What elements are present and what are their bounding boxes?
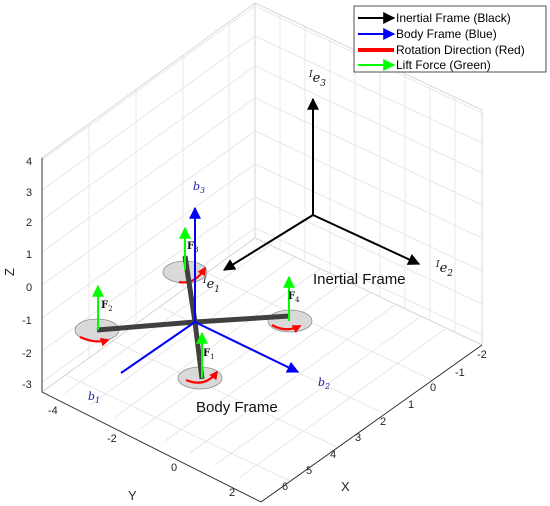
x-tick: 5 (306, 465, 312, 477)
legend-label-inertial: Inertial Frame (Black) (396, 11, 511, 25)
body-b3-label: b3 (193, 180, 205, 195)
legend-label-rotation: Rotation Direction (Red) (396, 43, 525, 57)
rotation-arcs (79, 266, 302, 384)
z-tick: -2 (22, 348, 32, 360)
lift-f2-label: F2 (101, 300, 113, 313)
inertial-e1-arrow (222, 214, 314, 271)
x-tick: 0 (430, 382, 436, 394)
inertial-frame-label: Inertial Frame (313, 271, 406, 288)
rotor-2-rotation (79, 336, 110, 347)
axis-lines (41, 158, 483, 503)
lift-f3-label: F3 (187, 241, 199, 254)
x-tick: 4 (330, 449, 336, 461)
body-b2-arrow (194, 321, 300, 373)
legend: Inertial Frame (Black) Body Frame (Blue)… (353, 5, 547, 73)
z-tick: 0 (26, 282, 32, 294)
arm-4 (194, 313, 291, 325)
body-b1-label: b1 (88, 390, 100, 405)
y-tick-labels: -4 -2 0 2 (48, 405, 235, 499)
inertial-frame: Ie3 Ie1 Ie2 Inertial Frame (202, 70, 453, 295)
y-tick: -2 (107, 433, 117, 445)
lift-f1-label: F1 (203, 348, 215, 361)
y-axis-title: Y (128, 488, 137, 503)
z-axis-title: Z (2, 268, 17, 276)
back-panes (41, 2, 483, 503)
z-tick: 2 (26, 217, 32, 229)
inertial-e2-arrow (312, 214, 421, 265)
z-tick: 3 (26, 187, 32, 199)
z-tick: -3 (22, 379, 32, 391)
inertial-e2-label: Ie2 (435, 260, 453, 279)
legend-label-lift: Lift Force (Green) (396, 58, 491, 72)
lift-forces: F3 F2 F4 F1 (92, 226, 300, 378)
x-axis-title: X (341, 479, 350, 494)
arm-1 (192, 321, 205, 380)
arm-3 (182, 255, 198, 323)
body-frame: b3 b1 b2 Body Frame (88, 180, 330, 416)
x-tick: 1 (408, 399, 414, 411)
inertial-e3-label: Ie3 (308, 70, 326, 89)
y-tick: 0 (171, 462, 177, 474)
rotor-3-rotation (178, 266, 206, 284)
body-b2-label: b2 (318, 376, 330, 391)
z-tick: 1 (26, 249, 32, 261)
rotor-1-rotation (185, 370, 219, 384)
x-tick: -2 (477, 349, 487, 361)
arm-2 (96, 319, 196, 333)
rotor-4-rotation (271, 324, 302, 334)
body-b1-arrow (120, 321, 196, 374)
x-tick: -1 (455, 367, 465, 379)
y-tick: -4 (48, 405, 58, 417)
x-tick: 2 (380, 416, 386, 428)
lift-f4-label: F4 (288, 291, 300, 304)
x-tick-labels: -2 -1 0 1 2 3 4 5 6 (282, 349, 487, 493)
quadrotor-arms (96, 255, 291, 380)
legend-label-body: Body Frame (Blue) (396, 27, 497, 41)
z-tick: -1 (22, 315, 32, 327)
x-tick: 3 (355, 432, 361, 444)
body-frame-label: Body Frame (196, 399, 278, 416)
z-tick-labels: 4 3 2 1 0 -1 -2 -3 (22, 156, 32, 391)
y-tick: 2 (229, 487, 235, 499)
x-tick: 6 (282, 481, 288, 493)
z-tick: 4 (26, 156, 32, 168)
inertial-e1-label: Ie1 (202, 276, 220, 295)
